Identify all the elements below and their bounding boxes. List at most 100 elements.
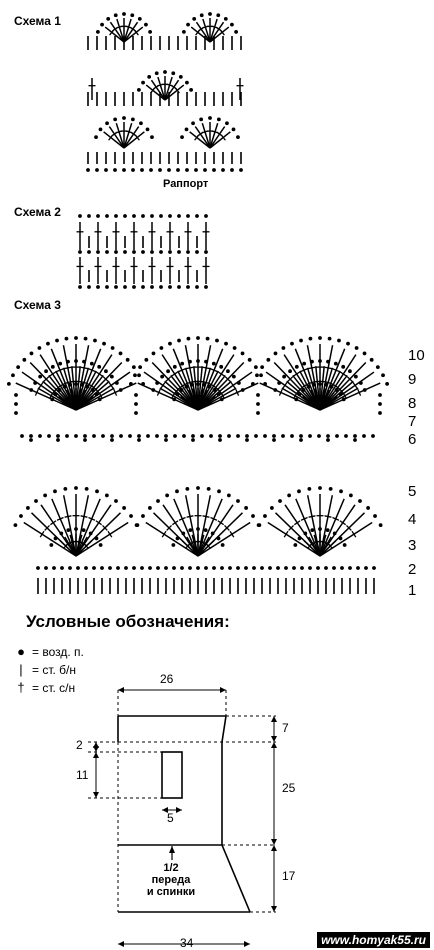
repeat-label: Раппорт (163, 178, 209, 190)
chain-dot (168, 285, 172, 289)
double-crochet-stem (275, 512, 321, 557)
chain-dot (288, 369, 292, 374)
arrow-head (162, 807, 168, 813)
chain-dot (74, 486, 78, 490)
chain-dot (250, 382, 255, 386)
dim-bottom-width: 34 (180, 936, 194, 950)
chain-dot (156, 566, 160, 570)
double-crochet-bar (293, 520, 301, 526)
chain-dot (110, 434, 114, 438)
chain-dot (196, 566, 200, 570)
chain-dot (104, 369, 108, 374)
chain-dot (100, 22, 104, 27)
chain-dot (236, 434, 240, 438)
double-crochet-stem (153, 512, 199, 557)
chain-dot (325, 528, 330, 533)
double-crochet-bar (95, 520, 103, 526)
chain-dot (141, 285, 145, 289)
arrow-head (271, 845, 277, 851)
chain-dot (299, 434, 303, 438)
chain-dot (263, 434, 267, 438)
double-crochet-bar (156, 389, 161, 396)
chain-dot (178, 74, 183, 79)
double-crochet-stem (306, 345, 321, 411)
chain-dot (256, 393, 260, 397)
chain-dot (159, 214, 163, 218)
chain-dot (172, 364, 177, 369)
double-crochet-stem (209, 26, 230, 43)
double-crochet-stem (115, 122, 125, 149)
chain-dot (348, 566, 352, 570)
double-crochet-stem (295, 498, 321, 557)
chain-dot (290, 434, 294, 438)
double-crochet-stem (116, 18, 125, 43)
chain-dot (206, 486, 211, 491)
double-crochet-stem (319, 354, 357, 411)
chain-dot (180, 135, 184, 140)
chain-dot (168, 214, 172, 218)
chain-dot (244, 506, 248, 510)
row-number: 7 (408, 413, 417, 430)
double-crochet-stem (103, 131, 125, 149)
row-number: 5 (408, 483, 417, 500)
chain-dot (168, 341, 172, 346)
chain-dot (378, 393, 382, 397)
chain-dot (104, 168, 108, 172)
double-crochet-bar (34, 389, 39, 396)
double-crochet-bar (217, 520, 225, 526)
chain-dot (278, 499, 282, 503)
chain-dot (113, 117, 118, 122)
double-crochet-stem (197, 512, 243, 557)
double-crochet-bar (346, 376, 353, 382)
double-crochet-bar (282, 382, 288, 389)
double-crochet-stem (164, 76, 173, 101)
double-crochet-stem (164, 79, 180, 101)
chain-dot (83, 336, 88, 341)
double-crochet-bar (332, 368, 340, 373)
double-crochet-bar (235, 389, 240, 396)
chain-dot (118, 351, 123, 356)
chain-dot (105, 285, 109, 289)
double-crochet-bar (218, 371, 225, 377)
chain-dot (221, 168, 225, 172)
double-crochet-bar (300, 368, 308, 373)
chain-dot (230, 168, 234, 172)
double-crochet-bar (332, 516, 340, 521)
chain-dot (159, 250, 163, 254)
watermark: www.homyak55.ru (317, 932, 430, 948)
chain-dot (134, 402, 138, 406)
chain-dot (156, 499, 160, 503)
double-crochet-stem (319, 495, 334, 557)
chain-dot (200, 434, 204, 438)
chain-dot (81, 528, 86, 533)
chain-dot (128, 382, 133, 386)
row-number: 3 (408, 537, 417, 554)
double-crochet-bar (278, 389, 283, 396)
double-crochet-stem (197, 498, 223, 557)
scheme-2-title: Схема 2 (14, 205, 61, 219)
chain-dot (318, 486, 322, 490)
chain-dot (58, 361, 63, 366)
double-crochet-stem (209, 18, 218, 43)
chain-dot (144, 22, 148, 27)
chain-dot (159, 346, 164, 350)
chain-dot (356, 566, 360, 570)
double-crochet-stem (284, 504, 321, 557)
chain-dot (95, 168, 99, 172)
note-line: и спинки (146, 886, 196, 898)
double-crochet-stem (184, 345, 199, 411)
chain-dot (14, 393, 18, 397)
chain-dot (95, 489, 99, 494)
chain-dot (302, 361, 307, 366)
double-crochet-stem (123, 26, 144, 43)
double-crochet-bar (220, 134, 226, 141)
dim-top-height: 7 (282, 721, 289, 735)
double-crochet-bar (202, 366, 210, 370)
chain-dot (381, 373, 385, 378)
double-crochet-stem (209, 131, 231, 149)
chain-dot (78, 214, 82, 218)
arrow-head (271, 736, 277, 742)
chain-dot (122, 12, 126, 16)
chain-dot (211, 361, 216, 366)
double-crochet-stem (197, 345, 212, 411)
